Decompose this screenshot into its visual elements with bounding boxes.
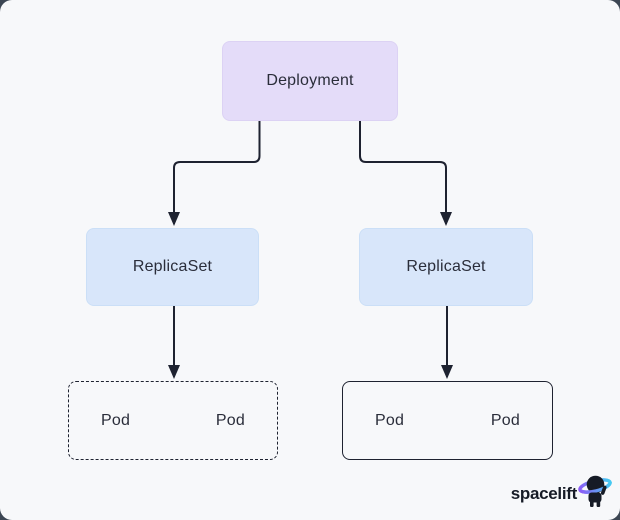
node-deployment-label: Deployment — [266, 72, 354, 89]
node-replicaset-right-label: ReplicaSet — [406, 258, 486, 275]
node-replicaset-left: ReplicaSet — [86, 228, 259, 306]
node-replicaset-left-label: ReplicaSet — [132, 258, 213, 275]
node-pod-group-right: Pod Pod — [342, 381, 553, 460]
pod-label: Pod — [375, 411, 405, 429]
spacelift-astronaut-icon — [578, 475, 612, 507]
node-replicaset-right: ReplicaSet — [359, 228, 533, 306]
node-deployment: Deployment — [222, 41, 398, 121]
spacelift-logo: spacelift — [511, 472, 612, 510]
pod-label: Pod — [101, 411, 131, 429]
pod-label: Pod — [490, 411, 520, 429]
spacelift-wordmark: spacelift — [510, 484, 578, 503]
edge-deployment-to-replicaset-left — [168, 121, 261, 226]
pod-label: Pod — [215, 411, 245, 429]
edge-deployment-to-replicaset-right — [359, 121, 452, 226]
node-pod-group-left: Pod Pod — [68, 381, 278, 460]
